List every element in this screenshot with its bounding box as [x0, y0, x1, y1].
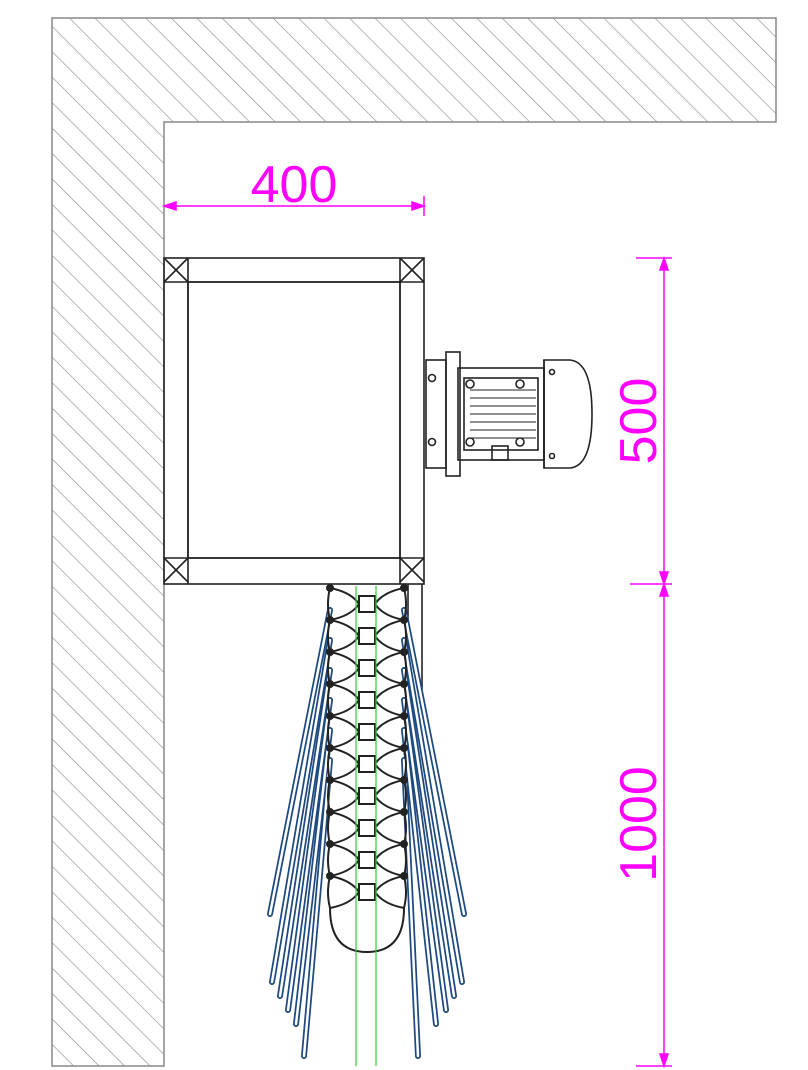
dimension-lower-height-label: 1000 — [610, 766, 668, 882]
corner-cross-top-left — [163, 257, 189, 283]
chain-link-block — [358, 723, 376, 741]
chain-pin — [326, 776, 334, 784]
chain-link-block — [358, 787, 376, 805]
chain-pin — [326, 584, 334, 592]
cable-bundle-right — [401, 607, 467, 1059]
chain-link-block — [358, 691, 376, 709]
wall — [51, 17, 777, 1067]
chain-pin — [400, 616, 408, 624]
cable-bundle-right-inner — [402, 608, 466, 1058]
chain-link-block — [358, 627, 376, 645]
chain-link — [327, 651, 407, 685]
chain-pin — [326, 872, 334, 880]
dimension-width-label: 400 — [251, 156, 338, 214]
chain-pin — [326, 840, 334, 848]
chain-link — [327, 779, 407, 813]
chain-link — [327, 683, 407, 717]
chain-link-block — [358, 595, 376, 613]
chain-link-block — [358, 819, 376, 837]
chain-link-block — [358, 659, 376, 677]
chain-pin — [400, 680, 408, 688]
chain-end-loop — [329, 907, 405, 954]
chain-link — [327, 715, 407, 749]
chain-link — [327, 587, 407, 621]
chain-pin — [400, 584, 408, 592]
corner-cross-bottom-right — [399, 557, 425, 583]
chain-pin — [326, 744, 334, 752]
corner-cross-top-right — [399, 257, 425, 283]
cable-bundle-left-inner — [268, 608, 332, 1058]
chain-link-block — [358, 755, 376, 773]
chain-pin — [326, 808, 334, 816]
motor — [425, 351, 593, 477]
chain-pin — [326, 712, 334, 720]
drag-chain — [326, 584, 408, 954]
chain-pin — [400, 776, 408, 784]
chain-pin — [400, 808, 408, 816]
chain-pin — [400, 872, 408, 880]
dimension-width — [161, 196, 427, 216]
dimension-height — [630, 255, 672, 1069]
chain-pin — [326, 648, 334, 656]
chain-link — [327, 619, 407, 653]
chain-link — [327, 811, 407, 845]
chain-pin — [400, 840, 408, 848]
dimension-upper-height-label: 500 — [610, 378, 668, 465]
frame — [163, 257, 425, 690]
chain-link-block — [358, 851, 376, 869]
chain-link-block — [358, 883, 376, 901]
chain-pin — [326, 680, 334, 688]
chain-link — [327, 875, 407, 909]
chain-link — [327, 843, 407, 877]
chain-pin — [400, 712, 408, 720]
chain-pin — [400, 744, 408, 752]
chain-link — [327, 747, 407, 781]
chain-pin — [326, 616, 334, 624]
centerlines — [355, 586, 377, 1066]
chain-pin — [400, 648, 408, 656]
corner-cross-bottom-left — [163, 557, 189, 583]
